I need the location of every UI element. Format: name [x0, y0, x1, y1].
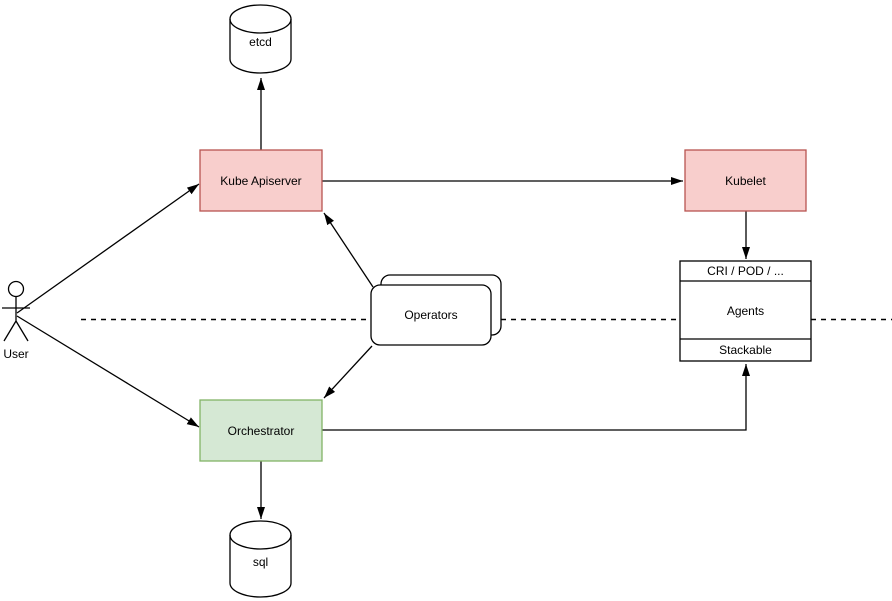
agents-header-label: CRI / POD / ... — [707, 264, 784, 278]
actor-head-icon — [7, 280, 25, 298]
etcd-cylinder-rim — [229, 18, 292, 34]
edge-user-to-kube-apiserver — [16, 183, 200, 314]
node-sql: sql — [229, 520, 292, 598]
node-user-actor: User — [2, 280, 30, 361]
kube-apiserver-label: Kube Apiserver — [220, 174, 301, 188]
operators-label: Operators — [404, 308, 457, 322]
sql-cylinder-icon — [229, 520, 292, 598]
edge-orchestrator-to-agents — [322, 364, 750, 431]
etcd-cylinder-icon — [229, 4, 292, 74]
edges-layer — [16, 78, 750, 519]
node-agents: CRI / POD / ... Agents Stackable — [679, 260, 812, 362]
agents-body-label: Agents — [727, 304, 764, 318]
node-kubelet: Kubelet — [684, 149, 807, 212]
node-kube-apiserver: Kube Apiserver — [199, 149, 323, 212]
edge-operators-to-kube-apiserver — [323, 212, 374, 288]
operators-front-card — [370, 284, 492, 346]
node-operators: Operators — [370, 274, 502, 346]
etcd-label: etcd — [249, 35, 272, 49]
orchestrator-label: Orchestrator — [228, 424, 295, 438]
node-etcd: etcd — [229, 4, 292, 74]
agents-box — [679, 260, 812, 362]
kube-apiserver-box — [199, 149, 323, 212]
kubelet-label: Kubelet — [725, 174, 766, 188]
user-label: User — [3, 347, 28, 361]
sql-cylinder-rim — [229, 534, 292, 550]
agents-footer-label: Stackable — [719, 343, 772, 357]
edge-operators-to-orchestrator — [323, 345, 373, 399]
sql-label: sql — [253, 555, 268, 569]
edge-user-to-orchestrator — [16, 315, 200, 428]
node-orchestrator: Orchestrator — [199, 399, 323, 462]
orchestrator-box — [199, 399, 323, 462]
actor-body-icon — [2, 296, 30, 342]
kubelet-box — [684, 149, 807, 212]
